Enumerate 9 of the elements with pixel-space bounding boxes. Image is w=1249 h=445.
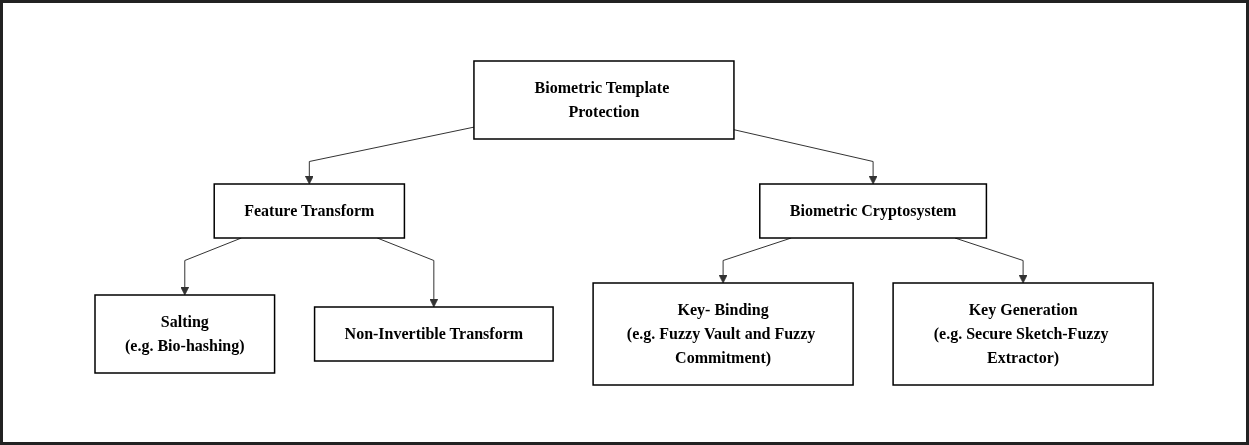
- node-box: Feature Transform: [213, 182, 406, 239]
- node-box: Salting (e.g. Bio-hashing): [94, 293, 276, 374]
- node-box: Key Generation (e.g. Secure Sketch-Fuzzy Extractor): [892, 281, 1155, 386]
- node-box: Biometric Cryptosystem: [759, 182, 988, 239]
- node-box: Key- Binding (e.g. Fuzzy Vault and Fuzzy Commitment): [592, 281, 855, 386]
- node-box: Biometric Template Protection: [473, 59, 736, 140]
- arrow: [377, 237, 439, 307]
- arrow: [305, 126, 475, 184]
- node-box: Non-Invertible Transform: [314, 305, 555, 362]
